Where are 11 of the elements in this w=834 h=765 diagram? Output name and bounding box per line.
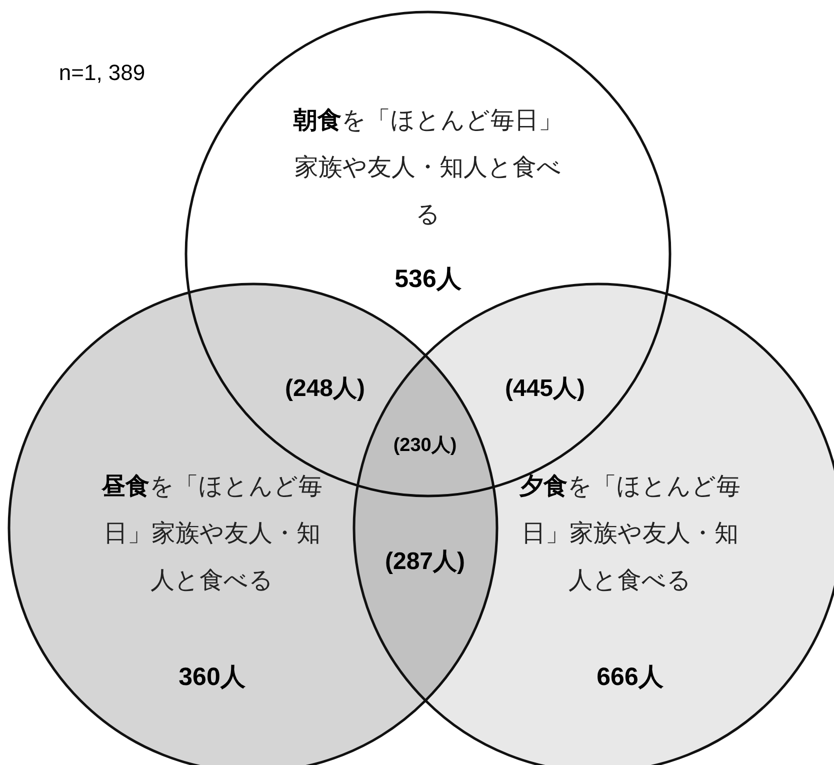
overlap-count: (248人): [284, 374, 366, 404]
count-label: 360人: [178, 662, 246, 693]
overlap-count: (287人): [384, 547, 466, 577]
count-label: 666人: [596, 662, 664, 693]
overlap-count: (445人): [504, 374, 586, 404]
circle-heading: 夕食を「ほとんど毎日」家族や友人・知人と食べる: [519, 470, 741, 596]
count-label: 536人: [394, 264, 462, 295]
circle-heading: 昼食を「ほとんど毎日」家族や友人・知人と食べる: [101, 470, 323, 596]
overlap-count: (230人): [393, 434, 457, 458]
circle-heading: 朝食を「ほとんど毎日」家族や友人・知人と食べる: [292, 104, 564, 230]
sample-size-label: n=1, 389: [58, 60, 146, 86]
